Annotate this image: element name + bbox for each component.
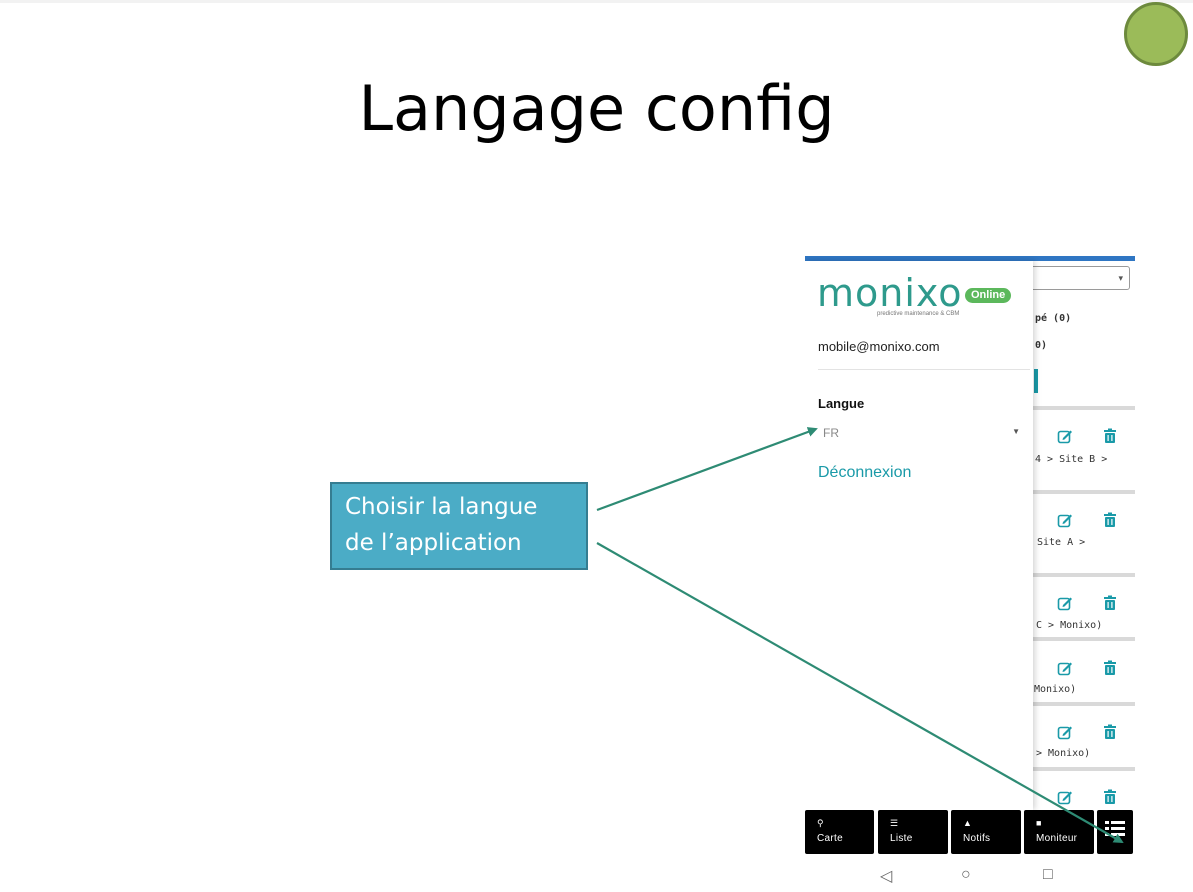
home-icon[interactable]: ○	[961, 866, 971, 883]
slide-top-border	[0, 0, 1193, 3]
card-divider	[1025, 406, 1135, 410]
edit-icon[interactable]	[1057, 428, 1073, 444]
callout-line-1: Choisir la langue	[345, 494, 538, 520]
trash-icon[interactable]	[1102, 595, 1118, 611]
chevron-down-icon: ▼	[1012, 427, 1020, 436]
monixo-logo: monixo	[817, 271, 963, 315]
side-drawer: monixo predictive maintenance & CBM Onli…	[805, 261, 1033, 810]
card-divider	[1025, 767, 1135, 771]
map-pin-icon: ⚲	[817, 818, 824, 828]
nav-tab-label: Notifs	[963, 833, 991, 844]
recents-icon[interactable]: □	[1043, 866, 1053, 883]
user-email: mobile@monixo.com	[818, 339, 940, 354]
edit-icon[interactable]	[1057, 512, 1073, 528]
trash-icon[interactable]	[1102, 789, 1118, 805]
language-label: Langue	[818, 396, 865, 411]
list-item-path: 4 > Site B >	[1035, 454, 1108, 465]
card-divider	[1025, 490, 1135, 494]
list-item-path: Monixo)	[1034, 684, 1077, 695]
back-icon[interactable]: ◁	[880, 868, 893, 885]
logout-link[interactable]: Déconnexion	[818, 464, 912, 481]
slide-title: Langage config	[358, 72, 835, 145]
edit-icon[interactable]	[1057, 595, 1073, 611]
nav-tab-liste[interactable]: ☰ Liste	[878, 810, 948, 854]
nav-tab-carte[interactable]: ⚲ Carte	[805, 810, 874, 854]
language-select[interactable]: FR ▼	[818, 421, 1020, 443]
trash-icon[interactable]	[1102, 512, 1118, 528]
system-navigation-bar: ◁ ○ □	[805, 856, 1135, 892]
list-item-path: > Monixo)	[1036, 748, 1091, 759]
edit-icon[interactable]	[1057, 724, 1073, 740]
callout-line-2: de l’application	[345, 530, 522, 556]
card-divider	[1025, 573, 1135, 577]
nav-tab-label: Liste	[890, 833, 913, 844]
trash-icon[interactable]	[1102, 660, 1118, 676]
list-item-path: C > Monixo)	[1036, 620, 1103, 631]
filter-select[interactable]: ▾	[1027, 266, 1130, 290]
warning-icon: ▲	[963, 818, 972, 828]
summary-text-2: 0)	[1035, 340, 1048, 351]
nav-tab-moniteur[interactable]: ■ Moniteur	[1024, 810, 1094, 854]
nav-tab-notifs[interactable]: ▲ Notifs	[951, 810, 1021, 854]
drawer-divider	[818, 369, 1030, 370]
list-item-path: Site A >	[1037, 537, 1086, 548]
list-icon: ☰	[890, 818, 899, 828]
arrow-to-language-select	[596, 427, 818, 512]
trash-icon[interactable]	[1102, 724, 1118, 740]
teal-action-button[interactable]	[1034, 369, 1038, 393]
nav-tab-label: Moniteur	[1036, 833, 1078, 844]
language-value: FR	[823, 426, 839, 440]
trash-icon[interactable]	[1102, 428, 1118, 444]
logo-tagline: predictive maintenance & CBM	[877, 311, 960, 317]
card-divider	[1025, 702, 1135, 706]
edit-icon[interactable]	[1057, 789, 1073, 805]
nav-tab-label: Carte	[817, 833, 843, 844]
phone-screen: ▾ pé (0) 0) 4 > Site B > Site A > C > Mo…	[805, 256, 1135, 892]
decorative-circle	[1124, 2, 1188, 66]
annotation-callout: Choisir la langue de l’application	[330, 482, 588, 570]
bottom-navigation: ⚲ Carte ☰ Liste ▲ Notifs ■ Moniteur	[805, 810, 1135, 856]
menu-list-icon	[1105, 821, 1125, 836]
app-top-bar	[805, 256, 1135, 261]
status-badge: Online	[965, 288, 1012, 303]
summary-text-1: pé (0)	[1035, 313, 1072, 324]
card-divider	[1025, 637, 1135, 641]
edit-icon[interactable]	[1057, 660, 1073, 676]
chevron-down-icon: ▾	[1118, 273, 1123, 283]
square-icon: ■	[1036, 818, 1042, 828]
nav-tab-menu[interactable]	[1097, 810, 1133, 854]
